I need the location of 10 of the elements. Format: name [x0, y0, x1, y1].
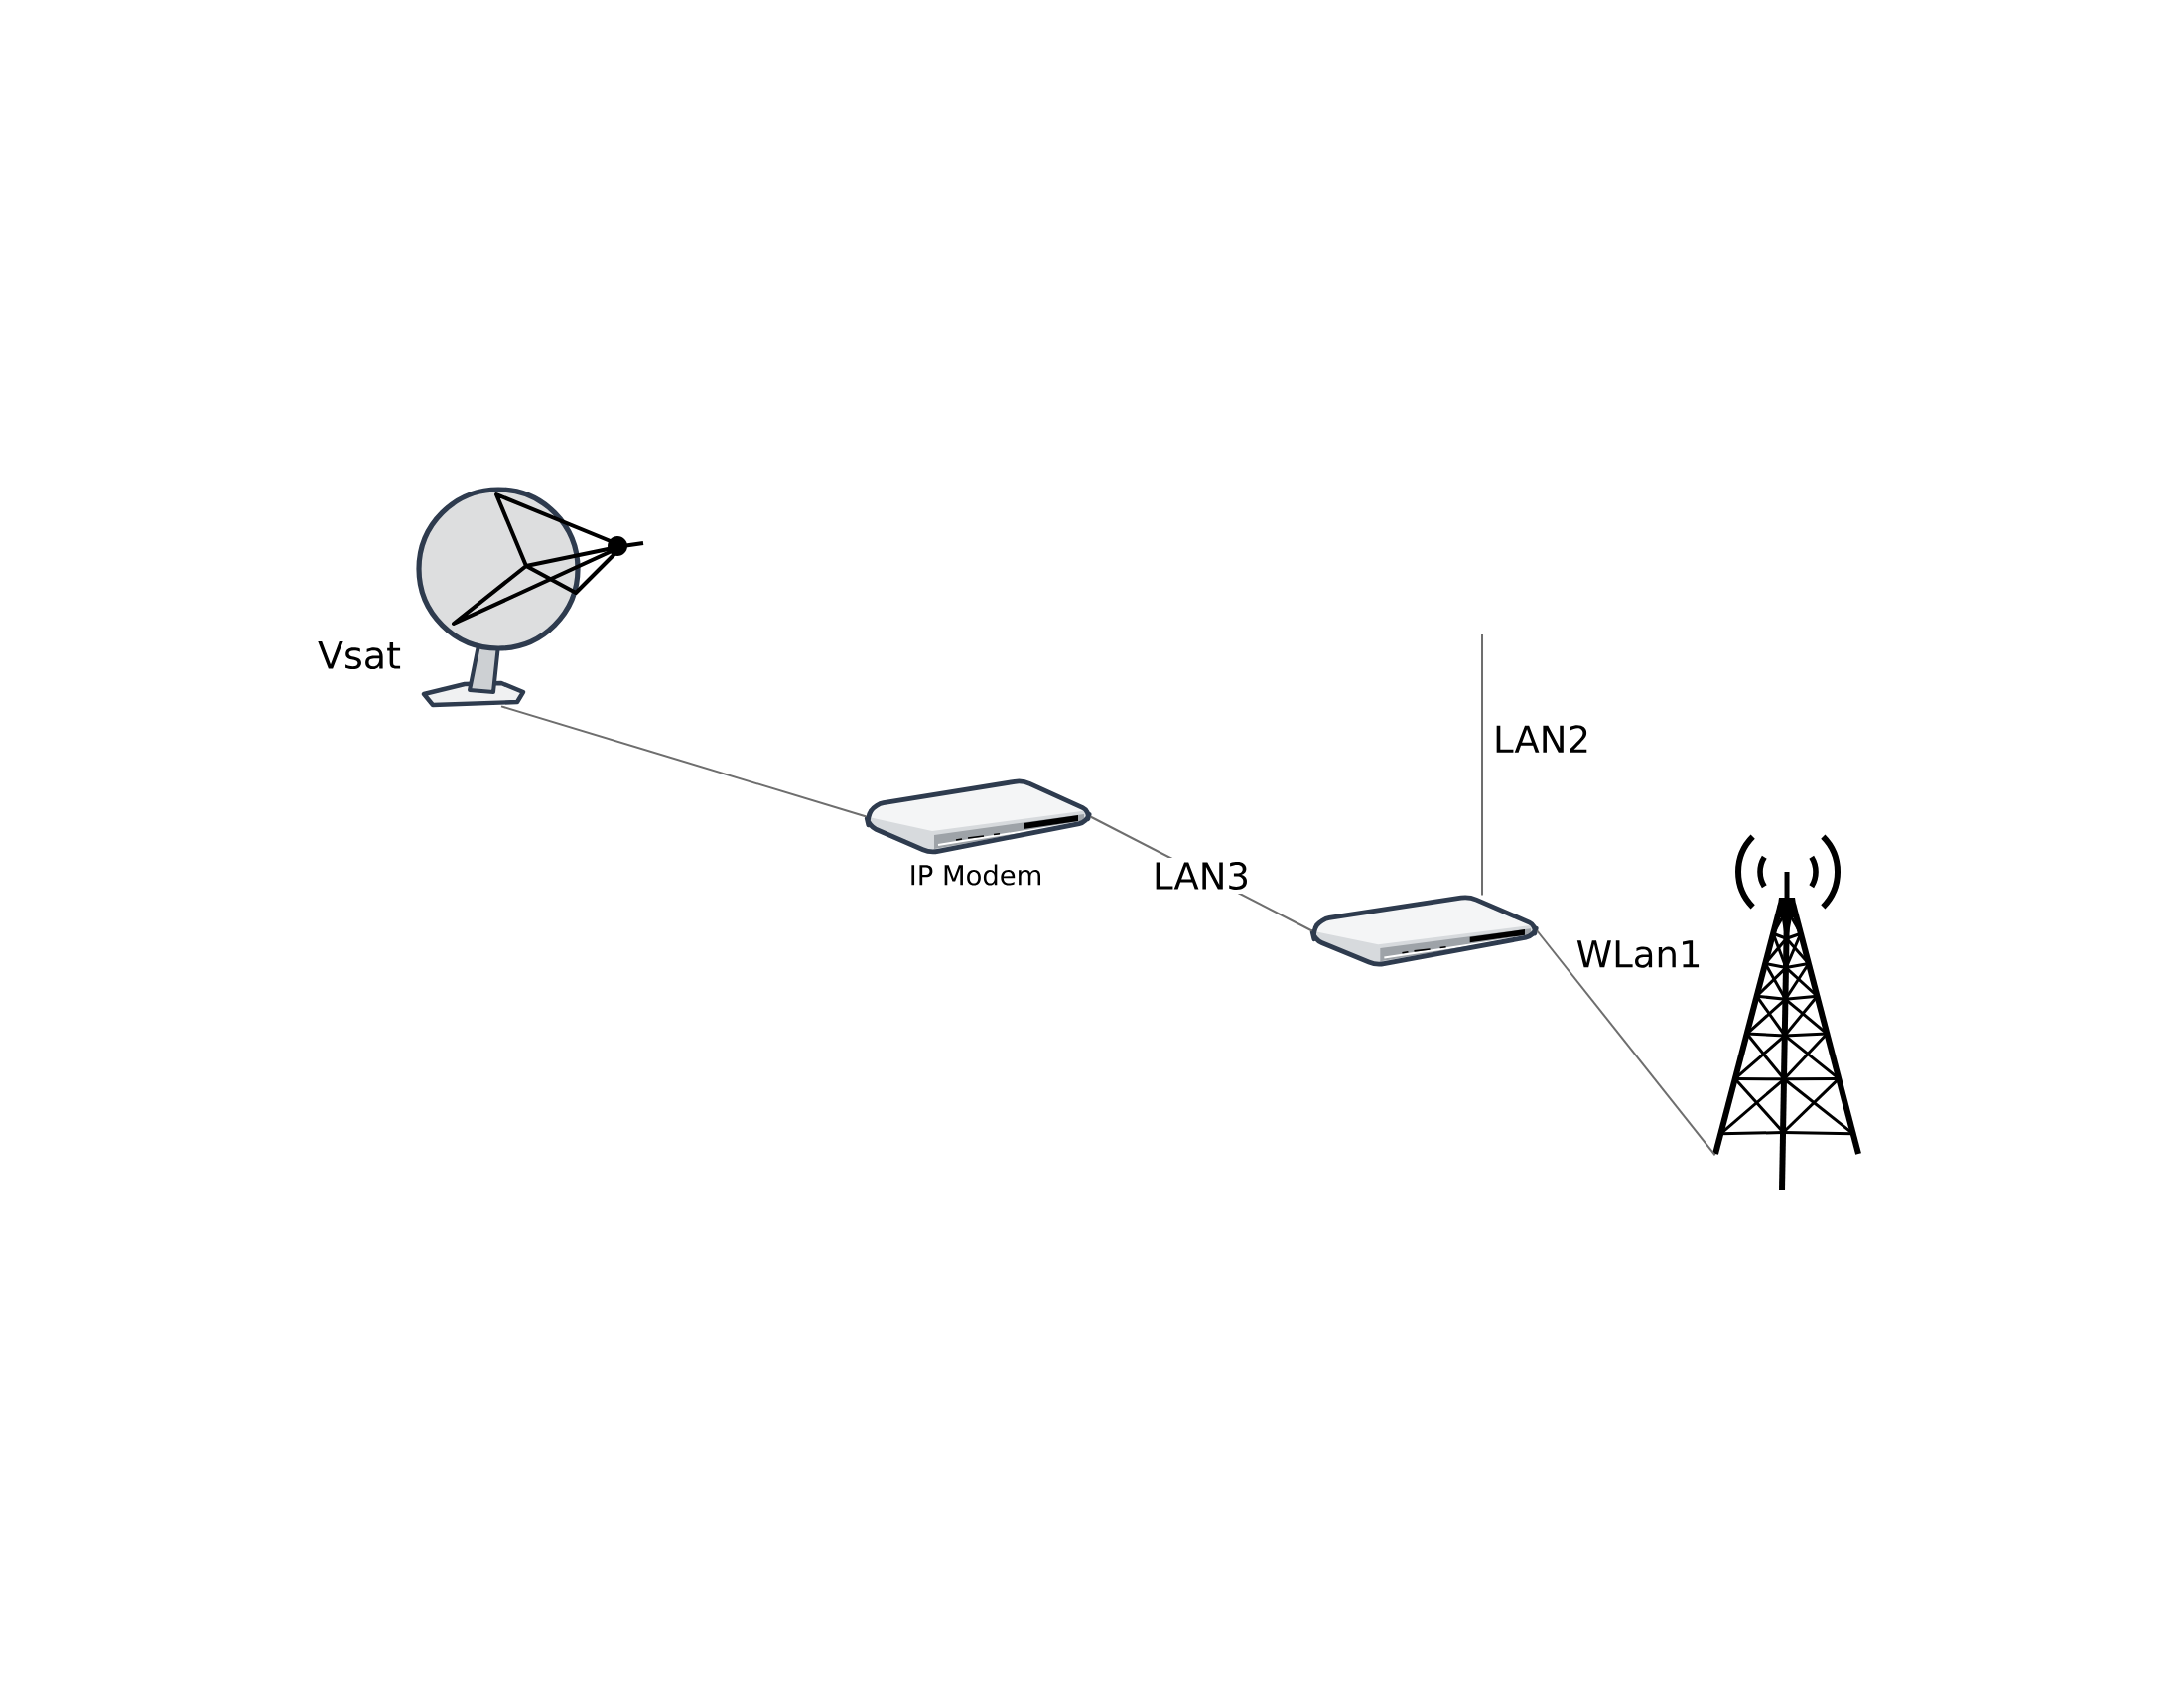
edge-label: LAN2 — [1489, 721, 1594, 757]
device-label: IP Modem — [911, 864, 1040, 886]
edge-label: LAN3 — [1149, 858, 1254, 894]
edge-label: WLan1 — [1571, 936, 1706, 972]
radio-tower — [1712, 834, 1861, 1191]
connection-line — [500, 705, 868, 818]
connection-line — [1536, 929, 1716, 1157]
connection-line — [1481, 633, 1483, 897]
network-device — [1309, 895, 1539, 967]
device-label: Vsat — [318, 640, 401, 670]
